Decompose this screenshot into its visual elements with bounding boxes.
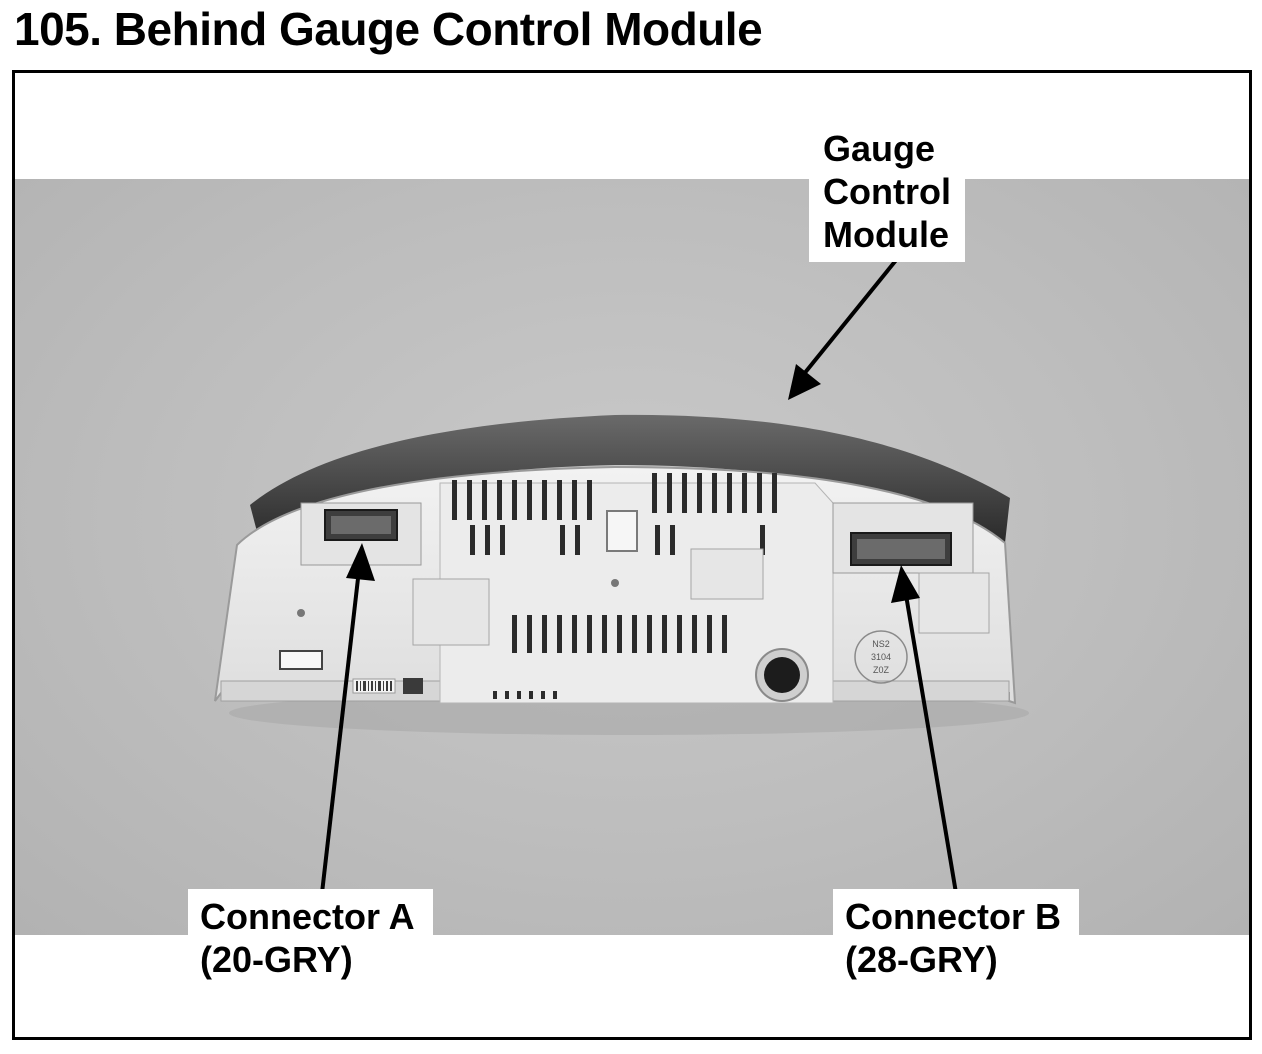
- connector-b-arrow: [891, 565, 958, 894]
- connector-b-name: Connector B: [845, 896, 1061, 937]
- small-window: [279, 650, 323, 670]
- lower-vents: [493, 615, 727, 699]
- stamp-line-1: NS2: [872, 639, 890, 649]
- screw-hole: [297, 609, 305, 617]
- barcode-label: [352, 678, 423, 694]
- module-rim: [250, 414, 1010, 543]
- connector-b-spec: (28-GRY): [845, 939, 998, 980]
- connector-a-name: Connector A: [200, 896, 415, 937]
- gcm-label-line-2: Control: [823, 171, 951, 212]
- gcm-label-line-1: Gauge: [823, 128, 936, 169]
- recess-left: [412, 578, 490, 646]
- connector-a-label: Connector A (20-GRY): [188, 889, 433, 987]
- connector-b-label: Connector B (28-GRY): [833, 889, 1079, 987]
- stamp-line-2: 3104: [871, 652, 891, 662]
- gauge-module-photo: NS2 3104 Z0Z: [214, 257, 1029, 894]
- recess-center: [690, 548, 764, 600]
- recess-right: [918, 572, 990, 634]
- gcm-arrow: [788, 257, 899, 400]
- gauge-control-module-label: Gauge Control Module: [809, 125, 965, 262]
- connector-a-arrow: [320, 543, 375, 894]
- stamp-circle: [854, 630, 908, 684]
- figure-frame: NS2 3104 Z0Z Gaug: [12, 70, 1252, 1040]
- center-panel: [439, 482, 834, 704]
- connector-a-spec: (20-GRY): [200, 939, 353, 980]
- center-tab: [606, 510, 638, 552]
- stamp-line-3: Z0Z: [873, 665, 890, 675]
- page-title: 105. Behind Gauge Control Module: [14, 3, 763, 55]
- gcm-label-line-3: Module: [823, 214, 949, 255]
- upper-vents: [452, 473, 777, 555]
